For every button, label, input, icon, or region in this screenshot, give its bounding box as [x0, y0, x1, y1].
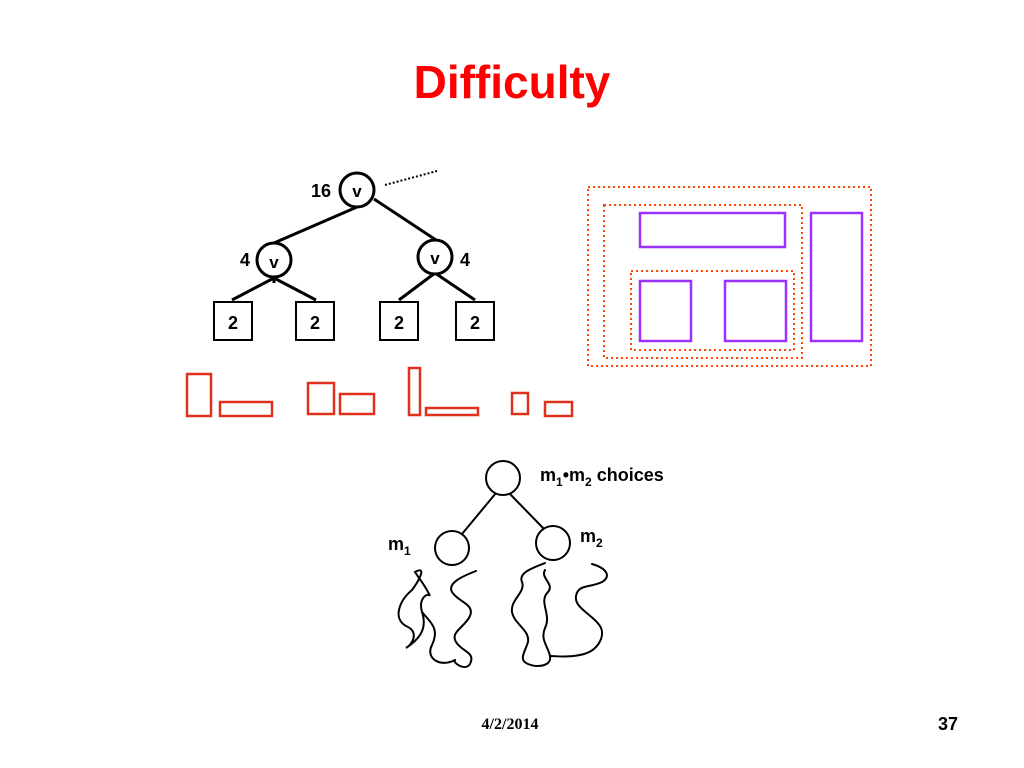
tree-node-label: v — [352, 182, 362, 201]
choice-edge — [509, 493, 546, 531]
tree-continuation-dotted — [384, 170, 438, 186]
binary-tree — [231, 197, 476, 302]
tree-edge — [398, 271, 436, 302]
floorplan — [587, 186, 872, 367]
tree-leaf-box — [295, 301, 335, 341]
block-rect — [338, 392, 376, 416]
block-rect — [185, 372, 213, 418]
tree-leaf: 2 — [295, 301, 335, 341]
floorplan-outer-dotted — [587, 186, 872, 367]
block-rect — [510, 391, 530, 416]
label-subscript: 2 — [585, 475, 592, 489]
floorplan-sub-dotted — [630, 270, 795, 351]
label-subscript: 1 — [556, 475, 563, 489]
tree-node-circle — [255, 241, 293, 279]
tree-leaf: 2 — [213, 301, 253, 341]
tree-edge — [373, 197, 437, 242]
tree-node-circle — [416, 238, 454, 276]
tree-node-count: 4 — [460, 250, 470, 270]
tree-edge — [273, 205, 358, 245]
floorplan-inner-dotted — [603, 204, 803, 359]
label-subscript: 1 — [404, 544, 411, 558]
label-part: m — [580, 526, 596, 546]
tree-leaf-box — [379, 301, 419, 341]
tree-leaf-label: 2 — [310, 313, 320, 333]
tree-edge — [273, 276, 317, 302]
block-rect — [218, 400, 274, 418]
choice-root-node — [485, 460, 521, 496]
tree-left-node: v 4 — [240, 241, 293, 279]
tree-leaf-box — [455, 301, 495, 341]
tree-node-label: v — [269, 253, 279, 272]
choice-root-label: m1•m2 choices — [540, 465, 664, 489]
choice-left-node — [434, 530, 470, 566]
tree-leaf-box — [213, 301, 253, 341]
tree-leaf: 2 — [455, 301, 495, 341]
block-rect — [407, 366, 422, 417]
tree-leaf-label: 2 — [394, 313, 404, 333]
floorplan-block — [723, 279, 788, 343]
label-part: choices — [592, 465, 664, 485]
label-part: m — [388, 534, 404, 554]
choice-right-node — [535, 525, 571, 561]
search-path-squiggle — [450, 570, 477, 669]
tree-leaf-label: 2 — [228, 313, 238, 333]
tree-edge — [434, 271, 476, 302]
tree-node-circle — [338, 171, 376, 209]
slide-date: 4/2/2014 — [481, 716, 539, 733]
slide-title: Difficulty — [413, 56, 611, 108]
block-arrangements — [185, 366, 574, 418]
search-path-squiggle — [549, 563, 608, 658]
tree-node-count: 4 — [240, 250, 250, 270]
tree-root-node: v 16 — [311, 171, 376, 209]
page-number: 37 — [937, 714, 958, 734]
choice-edge — [461, 492, 497, 535]
floorplan-block — [638, 279, 693, 343]
choice-tree: m1•m2 choices m1 m2 — [388, 460, 664, 669]
choice-right-label: m2 — [580, 526, 603, 550]
tree-node-count: 16 — [311, 181, 331, 201]
tree-node-label: v — [430, 249, 440, 268]
label-subscript: 2 — [596, 536, 603, 550]
label-part: •m — [563, 465, 585, 485]
choice-left-label: m1 — [388, 534, 411, 558]
block-rect — [424, 406, 480, 417]
search-path-squiggle — [510, 562, 552, 667]
block-rect — [543, 400, 574, 418]
tree-leaf-label: 2 — [470, 313, 480, 333]
label-part: m — [540, 465, 556, 485]
block-rect — [306, 381, 336, 416]
tree-edge — [231, 276, 275, 302]
tree-right-node: v 4 — [416, 238, 470, 276]
tree-leaf: 2 — [379, 301, 419, 341]
floorplan-block — [638, 211, 787, 249]
floorplan-block — [809, 211, 864, 343]
search-path-squiggle — [397, 569, 456, 664]
